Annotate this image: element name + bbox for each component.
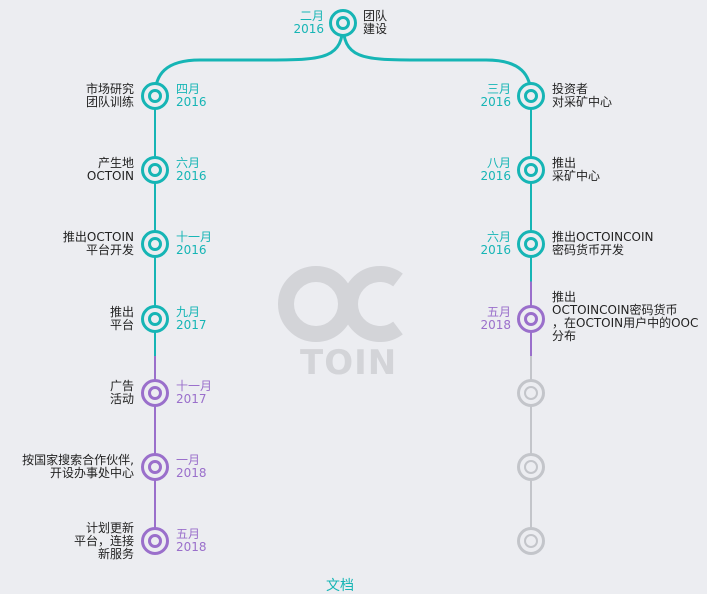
milestone-text-line: 团队 xyxy=(363,9,388,23)
milestone-year: 2016 xyxy=(480,243,511,257)
milestone-text-line: 平台 xyxy=(109,318,134,332)
milestone-text-line: 团队训练 xyxy=(85,95,134,109)
milestone-node-purple xyxy=(141,527,169,555)
milestone-year: 2016 xyxy=(176,95,207,109)
milestone-month: 六月 xyxy=(486,230,511,244)
milestone-year: 2017 xyxy=(176,318,207,332)
milestone-node-teal xyxy=(329,9,357,37)
milestone-node-grey xyxy=(517,527,545,555)
milestone-node-purple xyxy=(141,453,169,481)
milestone-year: 2016 xyxy=(176,243,207,257)
milestone-year: 2017 xyxy=(176,392,207,406)
milestone-text-line: 推出 xyxy=(552,156,577,170)
milestone-description: 推出平台 xyxy=(110,306,134,332)
milestone-text-line: 分布 xyxy=(552,329,577,343)
octoin-logo xyxy=(278,266,403,342)
milestone-month: 三月 xyxy=(486,82,511,96)
milestone-month: 五月 xyxy=(176,527,201,541)
milestone-text-line: 推出 xyxy=(552,290,577,304)
milestone-node-purple xyxy=(141,379,169,407)
milestone-description: 按国家搜索合作伙伴,开设办事处中心 xyxy=(22,454,134,480)
milestone-month: 一月 xyxy=(176,453,201,467)
milestone-node-teal xyxy=(517,82,545,110)
milestone-year: 2016 xyxy=(293,22,324,36)
milestone-month: 十一月 xyxy=(176,379,213,393)
milestone-month: 四月 xyxy=(176,82,201,96)
milestone-node-teal xyxy=(141,305,169,333)
milestone-text-line: 产生地 xyxy=(97,156,134,170)
branch-connector-right xyxy=(341,22,533,97)
milestone-node-purple xyxy=(517,305,545,333)
milestone-text-line: 按国家搜索合作伙伴, xyxy=(22,453,134,467)
milestone-year: 2016 xyxy=(176,169,207,183)
milestone-description: 市场研究团队训练 xyxy=(86,83,134,109)
milestone-text-line: 新服务 xyxy=(97,547,134,561)
milestone-text-line: OCTOIN xyxy=(86,169,134,183)
milestone-text-line: 平台开发 xyxy=(85,243,134,257)
milestone-text-line: 采矿中心 xyxy=(552,169,601,183)
milestone-text-line: 推出OCTOIN xyxy=(62,230,134,244)
milestone-month: 八月 xyxy=(486,156,511,170)
milestone-description: 广告活动 xyxy=(110,380,134,406)
milestone-text-line: 平台，连接 xyxy=(73,534,134,548)
milestone-description: 团队建设 xyxy=(363,10,387,36)
milestone-text-line: 计划更新 xyxy=(85,521,134,535)
footer-link[interactable]: 文档 xyxy=(326,578,354,594)
milestone-text-line: OCTOINCOIN密码货币 xyxy=(552,303,678,317)
milestone-text-line: 建设 xyxy=(363,22,388,36)
milestone-node-teal xyxy=(141,230,169,258)
milestone-description: 投资者对采矿中心 xyxy=(552,83,612,109)
milestone-text-line: 投资者 xyxy=(552,82,589,96)
logo-text: TOIN xyxy=(300,343,398,383)
milestone-text-line: 对采矿中心 xyxy=(552,95,613,109)
milestone-node-teal xyxy=(517,230,545,258)
milestone-year: 2018 xyxy=(480,318,511,332)
milestone-month: 十一月 xyxy=(176,230,213,244)
branch-connector-left xyxy=(153,22,345,97)
milestone-text-line: 推出 xyxy=(109,305,134,319)
milestone-year: 2018 xyxy=(176,540,207,554)
milestone-text-line: ，在OCTOIN用户中的OOC xyxy=(552,316,699,330)
milestone-year: 2018 xyxy=(176,466,207,480)
milestone-description: 推出采矿中心 xyxy=(552,157,600,183)
milestone-description: 计划更新平台，连接新服务 xyxy=(74,522,134,561)
milestone-month: 六月 xyxy=(176,156,201,170)
milestone-year: 2016 xyxy=(480,95,511,109)
milestone-node-teal xyxy=(141,82,169,110)
milestone-node-teal xyxy=(141,156,169,184)
milestone-month: 九月 xyxy=(176,305,201,319)
milestone-year: 2016 xyxy=(480,169,511,183)
milestone-node-grey xyxy=(517,379,545,407)
milestone-text-line: 活动 xyxy=(109,392,134,406)
milestone-text-line: 市场研究 xyxy=(85,82,134,96)
milestone-node-grey xyxy=(517,453,545,481)
milestone-month: 五月 xyxy=(486,305,511,319)
milestone-text-line: 推出OCTOINCOIN xyxy=(552,230,654,244)
milestone-text-line: 开设办事处中心 xyxy=(49,466,134,480)
milestone-text-line: 密码货币开发 xyxy=(552,243,625,257)
milestone-text-line: 广告 xyxy=(109,379,134,393)
milestone-node-teal xyxy=(517,156,545,184)
milestone-month: 二月 xyxy=(299,9,324,23)
